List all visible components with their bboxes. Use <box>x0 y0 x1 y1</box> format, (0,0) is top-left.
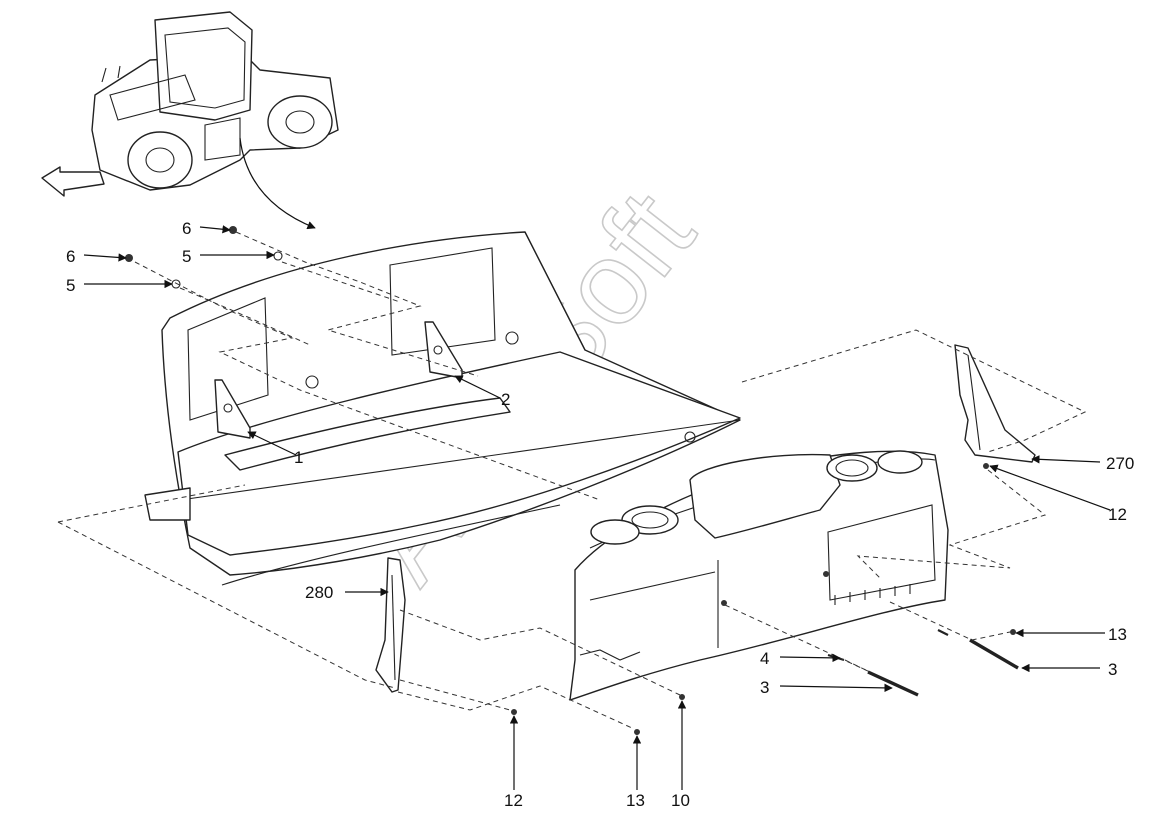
callout-1: 1 <box>294 448 303 467</box>
assembly-dashed-lines <box>57 231 1087 729</box>
leader-lines <box>83 225 1111 790</box>
callout-labels: 6 5 6 5 1 2 270 12 280 13 3 4 3 12 13 10 <box>66 219 1134 810</box>
callout-10: 10 <box>671 791 690 810</box>
callout-12: 12 <box>1108 505 1127 524</box>
callout-5: 5 <box>182 247 191 266</box>
callout-5: 5 <box>66 276 75 295</box>
side-panel-280 <box>375 557 406 693</box>
cab-floor-assembly <box>144 231 741 586</box>
callout-13: 13 <box>626 791 645 810</box>
side-panel-270 <box>954 344 1036 463</box>
callout-2: 2 <box>501 390 510 409</box>
callout-6: 6 <box>66 247 75 266</box>
direction-arrow-icon <box>41 166 105 197</box>
callout-280: 280 <box>305 583 333 602</box>
callout-4: 4 <box>760 649 769 668</box>
bracket-2 <box>424 321 463 379</box>
callout-13: 13 <box>1108 625 1127 644</box>
callout-12: 12 <box>504 791 523 810</box>
roller-machine-thumbnail <box>41 11 339 230</box>
callout-6: 6 <box>182 219 191 238</box>
callout-3: 3 <box>1108 660 1117 679</box>
callout-3: 3 <box>760 678 769 697</box>
dashboard-console <box>569 450 949 701</box>
callout-270: 270 <box>1106 454 1134 473</box>
